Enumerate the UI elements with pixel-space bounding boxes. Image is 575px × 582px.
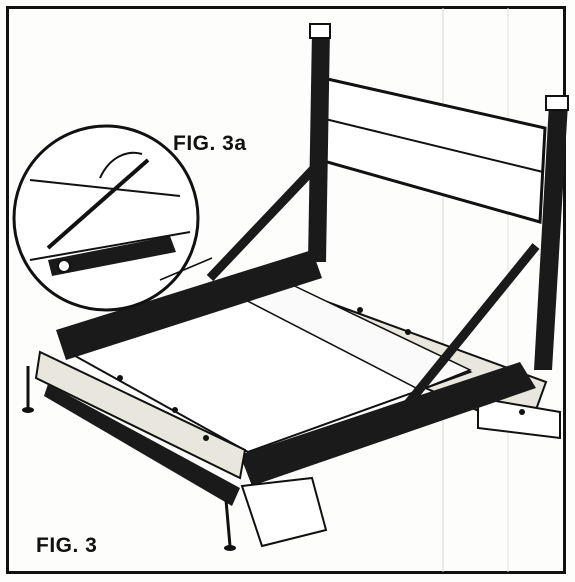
bolt bbox=[117, 375, 123, 381]
right-support-arm bbox=[402, 243, 540, 409]
main-figure-label: FIG. 3 bbox=[36, 534, 98, 557]
inset-circle bbox=[12, 124, 200, 312]
right-foot-block bbox=[477, 396, 561, 440]
right-rear-post bbox=[534, 104, 568, 370]
inset-figure-label: FIG. 3a bbox=[173, 132, 247, 155]
figure-frame bbox=[6, 6, 566, 574]
bolt bbox=[203, 435, 209, 441]
bolt bbox=[357, 307, 363, 313]
bolt bbox=[519, 409, 525, 415]
front-foot-block bbox=[240, 476, 328, 548]
headboard-line bbox=[320, 117, 544, 173]
left-rear-post bbox=[308, 30, 330, 262]
inset-arm bbox=[46, 158, 150, 250]
left-support-arm bbox=[206, 156, 326, 282]
bolt bbox=[172, 407, 178, 413]
inset-rail bbox=[29, 231, 191, 261]
front-side-rail bbox=[240, 362, 536, 486]
inset-bracket bbox=[48, 236, 176, 276]
inset-hand bbox=[99, 151, 143, 179]
foot-pad-front bbox=[224, 545, 236, 551]
left-post-cap bbox=[309, 23, 331, 39]
inset-knob bbox=[57, 259, 71, 273]
right-post-cap bbox=[545, 95, 569, 111]
left-wood-rail bbox=[34, 350, 247, 480]
top-cross-rail bbox=[56, 250, 322, 360]
inset-rail bbox=[29, 179, 181, 197]
bolt bbox=[405, 329, 411, 335]
headboard-panel bbox=[318, 76, 547, 224]
foot-pad-left bbox=[22, 407, 34, 413]
foot-screw-front bbox=[224, 499, 232, 547]
left-base-rail bbox=[44, 384, 240, 506]
inset-leader bbox=[159, 257, 213, 281]
